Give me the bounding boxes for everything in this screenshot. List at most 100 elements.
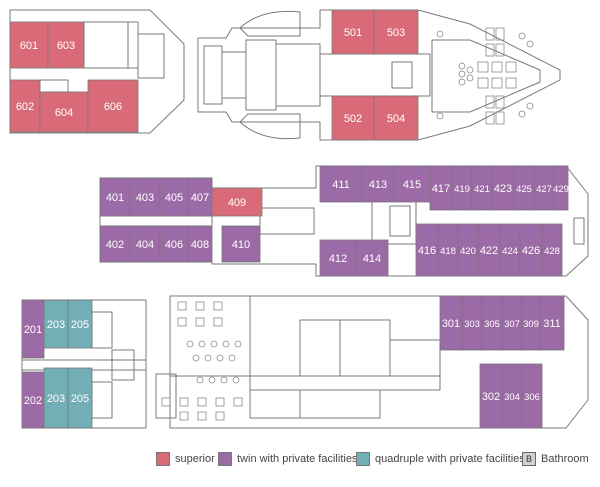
dining-table-round xyxy=(196,376,204,384)
legend-item-twin: twin with private facilities xyxy=(218,452,357,466)
cabin-306[interactable]: 306 xyxy=(521,363,543,429)
cabin-420[interactable]: 420 xyxy=(457,223,479,277)
cabin-423[interactable]: 423 xyxy=(491,165,515,211)
cabin-205[interactable]: 205 xyxy=(67,367,93,429)
cabin-413[interactable]: 413 xyxy=(361,165,395,203)
cabin-shape xyxy=(539,295,565,351)
cabin-410[interactable]: 410 xyxy=(221,225,261,263)
cabin-shape xyxy=(373,95,419,141)
cabin-number: 416 xyxy=(418,245,436,257)
cabin-number: 203 xyxy=(47,393,65,405)
cabin-203[interactable]: 203 xyxy=(43,367,69,429)
cabin-202[interactable]: 202 xyxy=(21,371,45,429)
cabin-606[interactable]: 606 xyxy=(87,79,139,133)
cabin-408[interactable]: 408 xyxy=(187,225,213,263)
cabin-425[interactable]: 425 xyxy=(513,165,535,211)
cabin-603[interactable]: 603 xyxy=(47,21,85,69)
dining-table xyxy=(177,317,187,327)
cabin-302[interactable]: 302 xyxy=(479,363,503,429)
cabin-303[interactable]: 303 xyxy=(461,295,483,351)
cabin-427[interactable]: 427 xyxy=(533,165,555,211)
cabin-404[interactable]: 404 xyxy=(129,225,161,263)
deck3-room xyxy=(299,319,341,377)
dining-table xyxy=(233,397,243,407)
deck6-stair xyxy=(39,79,69,93)
lounge-table xyxy=(505,77,517,89)
cabin-501[interactable]: 501 xyxy=(331,9,375,55)
lounge-table xyxy=(505,61,517,73)
cabin-419[interactable]: 419 xyxy=(451,165,473,211)
deck4-corridor xyxy=(99,215,213,227)
cabin-304[interactable]: 304 xyxy=(501,363,523,429)
lounge-chair xyxy=(436,112,444,120)
cabin-number: 419 xyxy=(454,184,470,195)
cabin-418[interactable]: 418 xyxy=(437,223,459,277)
cabin-601[interactable]: 601 xyxy=(9,21,49,69)
cabin-407[interactable]: 407 xyxy=(187,177,213,217)
cabin-number: 205 xyxy=(71,393,89,405)
cabin-311[interactable]: 311 xyxy=(539,295,565,351)
cabin-number: 302 xyxy=(482,391,500,403)
cabin-201[interactable]: 201 xyxy=(21,299,45,359)
deck5-lifeboat xyxy=(239,113,301,140)
cabin-309[interactable]: 309 xyxy=(521,295,541,351)
dining-table-round xyxy=(198,340,206,348)
lounge-table xyxy=(491,77,503,89)
lounge-chair xyxy=(526,40,534,48)
cabin-415[interactable]: 415 xyxy=(393,165,431,203)
cabin-416[interactable]: 416 xyxy=(415,223,439,277)
cabin-417[interactable]: 417 xyxy=(429,165,453,211)
cabin-shape xyxy=(541,223,563,277)
cabin-shape xyxy=(159,225,189,263)
cabin-406[interactable]: 406 xyxy=(159,225,189,263)
dining-table xyxy=(215,397,225,407)
cabin-604[interactable]: 604 xyxy=(39,91,89,133)
dining-table-round xyxy=(210,340,218,348)
cabin-203[interactable]: 203 xyxy=(43,299,69,349)
cabin-428[interactable]: 428 xyxy=(541,223,563,277)
cabin-402[interactable]: 402 xyxy=(99,225,131,263)
deck5-corridor xyxy=(319,53,431,97)
cabin-602[interactable]: 602 xyxy=(9,79,41,133)
cabin-424[interactable]: 424 xyxy=(499,223,521,277)
dining-table-round xyxy=(186,340,194,348)
dining-table-round xyxy=(192,354,200,362)
cabin-shape xyxy=(129,225,161,263)
cabin-414[interactable]: 414 xyxy=(355,239,389,277)
cabin-number: 405 xyxy=(165,192,183,204)
cabin-504[interactable]: 504 xyxy=(373,95,419,141)
cabin-422[interactable]: 422 xyxy=(477,223,501,277)
cabin-number: 408 xyxy=(191,239,209,251)
cabin-301[interactable]: 301 xyxy=(439,295,463,351)
deck3-dining xyxy=(169,295,251,377)
cabin-405[interactable]: 405 xyxy=(159,177,189,217)
cabin-shape xyxy=(159,177,189,217)
cabin-number: 604 xyxy=(55,107,73,119)
cabin-409[interactable]: 409 xyxy=(211,187,263,217)
cabin-number: 418 xyxy=(440,246,456,257)
cabin-number: 601 xyxy=(20,40,38,52)
cabin-number: 424 xyxy=(502,246,518,257)
cabin-305[interactable]: 305 xyxy=(481,295,503,351)
cabin-number: 401 xyxy=(106,192,124,204)
cabin-shape xyxy=(87,79,139,133)
cabin-426[interactable]: 426 xyxy=(519,223,543,277)
legend-item-superior: superior xyxy=(156,452,215,466)
deck5-room xyxy=(203,45,223,105)
cabin-shape xyxy=(99,225,131,263)
cabin-number: 427 xyxy=(536,184,552,195)
cabin-429[interactable]: 429 xyxy=(553,165,569,211)
cabin-411[interactable]: 411 xyxy=(319,165,363,203)
cabin-412[interactable]: 412 xyxy=(319,239,357,277)
cabin-number: 421 xyxy=(474,184,490,195)
legend-label-bathroom: Bathroom xyxy=(541,453,589,465)
cabin-403[interactable]: 403 xyxy=(129,177,161,217)
cabin-205[interactable]: 205 xyxy=(67,299,93,349)
cabin-307[interactable]: 307 xyxy=(501,295,523,351)
cabin-503[interactable]: 503 xyxy=(373,9,419,55)
cabin-number: 305 xyxy=(484,319,500,330)
cabin-502[interactable]: 502 xyxy=(331,95,375,141)
cabin-421[interactable]: 421 xyxy=(471,165,493,211)
cabin-401[interactable]: 401 xyxy=(99,177,131,217)
